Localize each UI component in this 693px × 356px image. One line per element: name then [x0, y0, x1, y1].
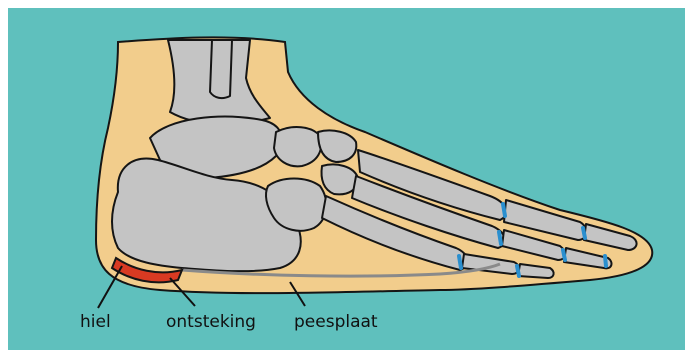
fibula-bone	[210, 40, 232, 98]
joint-mark-4	[563, 250, 565, 260]
joint-mark-5	[459, 256, 461, 268]
label-inflammation: ontsteking	[166, 312, 256, 332]
joint-mark-6	[517, 266, 519, 276]
navicular-bone	[274, 127, 321, 166]
joint-mark-2	[583, 228, 585, 238]
joint-mark-7	[605, 256, 606, 266]
joint-mark-1	[503, 204, 505, 216]
label-heel: hiel	[80, 312, 111, 332]
joint-mark-3	[499, 232, 501, 244]
label-plantar-fascia: peesplaat	[294, 312, 378, 332]
